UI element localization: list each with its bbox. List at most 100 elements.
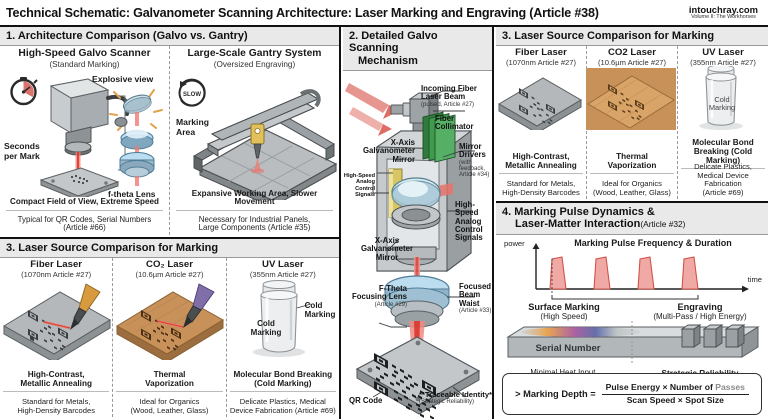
brand-subtitle: Volume II: The Workhorses (691, 13, 756, 20)
section-4-title-line2: Laser-Matter Interaction (515, 218, 641, 231)
galvo-speed-badge: Seconds per Mark (4, 142, 40, 161)
page-title: Technical Schematic: Galvanometer Scanni… (6, 5, 599, 20)
section-2-galvo-mechanism: 2. Detailed Galvo Scanning Mechanism (343, 27, 492, 419)
drivers-sub2: Article #34) (459, 172, 490, 179)
traceable-sub: (Strategic Reliability) (419, 399, 475, 406)
co2-laser-detail-right: Ideal for Organics (Wood, Leather, Glass… (589, 180, 675, 197)
brand-logo: intouchray.com Volume II: The Workhorses (689, 4, 762, 21)
fiber-laser-subheading: (1070nm Article #27) (21, 270, 92, 280)
galvo-caption-line2: (Article #66) (63, 223, 106, 233)
serial-number-text: Serial Number (535, 343, 600, 354)
galvo-badge-line2: per Mark (4, 150, 40, 161)
incoming-beam-line1: Incoming Fiber (421, 84, 477, 93)
uv-laser-heading: UV Laser (262, 259, 304, 271)
fiber-laser-detail: Standard for Metals, High-Density Barcod… (2, 398, 110, 415)
uv-laser-caption: Molecular Bond Breaking (Cold Marking) (229, 370, 336, 393)
formula-denominator: Scan Speed × Spot Size (626, 394, 724, 405)
fiber-laser-caption: High-Contrast, Metallic Annealing (3, 370, 110, 393)
x-mirror-line2: Galvanometer (360, 244, 413, 254)
uv-detail-right-line3: (Article #69) (702, 187, 744, 197)
fiber-caption-right-line2: Metallic Annealing (505, 161, 577, 171)
uv-laser-caption-right: Molecular Bond Breaking (Cold Marking) (681, 138, 765, 170)
fiber-detail-right-line1: Standard for Metals, (506, 179, 576, 189)
laser-pen-icon (70, 283, 101, 331)
serial-plate-svg: Serial Number (506, 320, 760, 365)
uv-cold-right-line2: Marking (708, 103, 736, 113)
uv-laser-subheading-right: (355nm Article #27) (690, 58, 756, 68)
gantry-illustration: SLOW (178, 78, 338, 201)
uv-laser-subheading: (355nm Article #27) (249, 270, 316, 280)
fiber-metal-sample-illustration (498, 77, 582, 131)
fiber-laser-detail-right: Standard for Metals, High-Density Barcod… (498, 180, 584, 197)
uv-cold-right-line1: Cold (714, 95, 730, 105)
marking-depth-formula: > Marking Depth = Pulse Energy × Number … (502, 373, 762, 415)
y-mirror-line2: Galvanometer (362, 146, 415, 156)
section-1-architecture-comparison: 1. Architecture Comparison (Galvo vs. Ga… (0, 27, 339, 239)
uv-detail-line2: Device Fabrication (Article #69) (229, 405, 336, 415)
galvo-subheading: (Standard Marking) (49, 60, 120, 70)
co2-laser-subheading: (10.6µm Article #27) (135, 270, 204, 280)
focused-beam-waist-label: Focused Beam Waist (Article #33) (459, 282, 492, 314)
section-2-title: 2. Detailed Galvo Scanning Mechanism (343, 27, 492, 71)
uv-laser-detail-right: Delicate Plastics, Medical Device Fabric… (680, 163, 766, 197)
co2-laser-heading-right: CO2 Laser (608, 47, 656, 59)
section-2-title-line1: 2. Detailed Galvo Scanning (349, 30, 438, 55)
engraving-sub: (Multi-Pass / High Energy) (653, 311, 747, 321)
explosive-view-label: Explosive view (92, 74, 154, 85)
co2-detail-line1: Ideal for Organics (139, 397, 200, 407)
ftheta-sub: (Article #29) (374, 301, 407, 308)
uv-caption-line2: (Cold Marking) (254, 379, 312, 389)
section-1-title: 1. Architecture Comparison (Galvo vs. Ga… (0, 27, 339, 47)
galvo-head-body (49, 78, 130, 156)
uv-cold-line2: Marking (250, 327, 282, 337)
gantry-badge-line1: Marking (176, 117, 209, 128)
ftheta-line2: Focusing Lens (351, 292, 407, 302)
fiber-laser-card-left: Fiber Laser (1070nm Article #27) (0, 258, 114, 418)
uv-vial-illustration-right (699, 66, 743, 131)
galvo-mirror-disc (391, 177, 441, 210)
fiber-laser-heading-right: Fiber Laser (515, 47, 567, 59)
co2-laser-subheading-right: (10.6µm Article #27) (597, 58, 667, 68)
uv-cold-marking-label-right: Cold Marking (696, 96, 748, 112)
f-theta-lens (384, 275, 450, 328)
section-3-left-title: 3. Laser Source Comparison for Marking (0, 239, 339, 259)
co2-laser-detail: Ideal for Organics (Wood, Leather, Glass… (115, 398, 223, 415)
co2-laser-wood-plate-illustration (116, 283, 225, 361)
galvo-heading: High-Speed Galvo Scanner (18, 48, 151, 60)
waist-line2: Beam Waist (459, 290, 481, 308)
uv-cold-marking-callout: Cold Marking (305, 302, 336, 319)
galvo-caption: Compact Field of View, Extreme Speed (6, 198, 163, 212)
drivers-line1: Mirror (459, 142, 482, 151)
waist-sub: (Article #33) (459, 307, 492, 314)
analog-control-label: High-Speed Analog Control Signals (455, 200, 492, 242)
formula-left-side: > Marking Depth = (515, 389, 596, 399)
fiber-laser-metal-plate-illustration (3, 283, 111, 361)
analog-control-small-label: High-Speed Analog Control Signals (343, 173, 375, 199)
fiber-detail-right-line2: High-Density Barcodes (502, 187, 580, 197)
waist-line1: Focused (459, 282, 492, 291)
section-3-right-body: Fiber Laser (1070nm Article #27) (496, 46, 768, 200)
work-plate (39, 167, 120, 198)
section-4-title: 4. Marking Pulse Dynamics & Laser-Matter… (496, 203, 768, 235)
chart-title: Marking Pulse Frequency & Duration (574, 237, 732, 248)
surface-marking-heading-block: Surface Marking (High Speed) (496, 302, 632, 321)
chart-y-axis-label: power (504, 238, 525, 248)
galvo-scanner-card: High-Speed Galvo Scanner (Standard Marki… (0, 46, 170, 236)
chart-x-axis-label: time (747, 274, 762, 284)
gantry-heading: Large-Scale Gantry System (187, 48, 322, 60)
engraving-heading: Engraving (677, 301, 723, 312)
fiber-caption-line2: Metallic Annealing (20, 379, 92, 389)
fiber-detail-line1: Standard for Metals, (21, 397, 91, 407)
formula-fraction: Pulse Energy × Number of Passes Scan Spe… (601, 382, 749, 406)
exploded-optics-illustration (109, 89, 163, 187)
traceable-identity-label: **Traceable Identity** (Strategic Reliab… (419, 390, 492, 406)
section-3-right-title: 3. Laser Source Comparison for Marking (496, 27, 768, 47)
gantry-system-card: Large-Scale Gantry System (Oversized Eng… (170, 46, 339, 235)
uv-detail-right-line1: Delicate Plastics, (694, 162, 752, 172)
section-2-title-line2: Mechanism (358, 54, 418, 67)
ftheta-line1: F-Theta (378, 284, 407, 293)
mirror-drivers-label: Mirror Drivers (with feedback, Article #… (459, 142, 492, 179)
galvo-caption-detail: Typical for QR Codes, Serial Numbers (Ar… (0, 215, 169, 234)
serial-plate-illustration: Serial Number (496, 320, 768, 369)
uv-cold-marking-inner-label: Cold Marking (251, 320, 282, 337)
